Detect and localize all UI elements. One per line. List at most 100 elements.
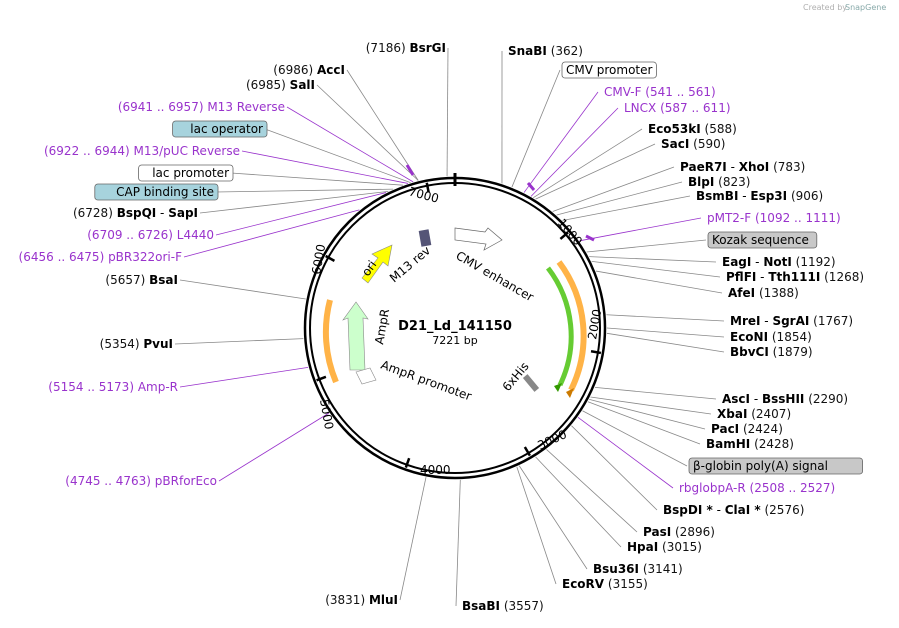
enzyme-label-left-1[interactable]: (6986) AccI bbox=[273, 63, 345, 77]
enzyme-label-right-23[interactable]: BspDI * - ClaI * (2576) bbox=[663, 503, 804, 517]
label-text: EagI - NotI (1192) bbox=[722, 255, 836, 269]
six-his-marker[interactable] bbox=[522, 374, 540, 392]
enzyme-label-right-0[interactable]: SnaBI (362) bbox=[508, 44, 583, 58]
feature-label-right-21[interactable]: β-globin poly(A) signal bbox=[688, 457, 864, 475]
enzyme-label-left-8[interactable]: (6728) BspQI - SapI bbox=[73, 206, 198, 220]
leader-line bbox=[215, 192, 387, 236]
tick-label: 5000 bbox=[317, 398, 336, 431]
leader-line bbox=[530, 107, 619, 197]
enzyme-label-right-16[interactable]: BbvCI (1879) bbox=[730, 345, 813, 359]
enzyme-label-right-13[interactable]: AfeI (1388) bbox=[728, 286, 799, 300]
feature-label-right-1[interactable]: CMV promoter bbox=[561, 61, 657, 79]
enzyme-label-right-12[interactable]: PflFI - Tth111I (1268) bbox=[726, 270, 864, 284]
label-text: CMV-F (541 .. 561) bbox=[604, 85, 716, 99]
primer-label-right-22[interactable]: rbglobpA-R (2508 .. 2527) bbox=[679, 481, 835, 495]
enzyme-label-right-17[interactable]: AscI - BssHII (2290) bbox=[722, 392, 848, 406]
feature-label-left-4[interactable]: lac operator bbox=[172, 120, 268, 138]
label-text: AfeI (1388) bbox=[728, 286, 799, 300]
ampr-arrow[interactable] bbox=[342, 301, 369, 371]
cmv-enhancer-arrow[interactable] bbox=[454, 227, 503, 251]
enzyme-label-right-11[interactable]: EagI - NotI (1192) bbox=[722, 255, 836, 269]
enzyme-label-right-8[interactable]: BsmBI - Esp3I (906) bbox=[696, 189, 823, 203]
leader-line bbox=[523, 91, 599, 193]
leader-line bbox=[174, 338, 304, 345]
enzyme-label-right-24[interactable]: PasI (2896) bbox=[643, 525, 715, 539]
enzyme-label-left-2[interactable]: (6985) SalI bbox=[246, 78, 315, 92]
primer-label-left-13[interactable]: (5154 .. 5173) Amp-R bbox=[48, 380, 178, 394]
enzyme-label-left-0[interactable]: (7186) BsrGI bbox=[366, 41, 446, 55]
tick-mark bbox=[425, 182, 430, 193]
credit-brand: SnapGene bbox=[845, 3, 886, 12]
primer-label-left-5[interactable]: (6922 .. 6944) M13/pUC Reverse bbox=[44, 144, 240, 158]
enzyme-label-right-19[interactable]: PacI (2424) bbox=[711, 422, 783, 436]
leader-line bbox=[518, 465, 588, 570]
feature-label-right-10[interactable]: Kozak sequence bbox=[707, 231, 818, 249]
enzyme-label-left-12[interactable]: (5354) PvuI bbox=[100, 337, 173, 351]
leader-line bbox=[199, 190, 389, 214]
tick-mark bbox=[590, 350, 602, 355]
label-text: pMT2-F (1092 .. 1111) bbox=[707, 211, 841, 225]
feature-box bbox=[707, 231, 818, 249]
feature-box bbox=[94, 183, 219, 201]
leader-line bbox=[582, 410, 688, 467]
leader-line bbox=[589, 256, 717, 263]
enzyme-label-right-28[interactable]: BsaBI (3557) bbox=[462, 599, 544, 613]
leader-line bbox=[606, 314, 725, 322]
label-text: EcoRV (3155) bbox=[562, 577, 648, 591]
label-text: β-globin poly(A) signal bbox=[693, 459, 828, 473]
feature-box bbox=[172, 120, 268, 138]
enzyme-label-right-7[interactable]: BlpI (823) bbox=[688, 175, 750, 189]
m13-rev-marker[interactable] bbox=[418, 229, 432, 247]
ori-arrow[interactable] bbox=[361, 244, 393, 284]
leader-line bbox=[516, 466, 557, 585]
enzyme-label-left-11[interactable]: (5657) BsaI bbox=[105, 273, 178, 287]
label-text: Bsu36I (3141) bbox=[593, 562, 683, 576]
leader-line bbox=[455, 479, 461, 607]
label-text: BspDI * - ClaI * (2576) bbox=[663, 503, 804, 517]
leader-line bbox=[556, 181, 683, 216]
leader-line bbox=[183, 209, 360, 258]
enzyme-label-left-15[interactable]: (3831) MluI bbox=[325, 593, 398, 607]
enzyme-label-right-5[interactable]: SacI (590) bbox=[661, 137, 725, 151]
primer-label-right-9[interactable]: pMT2-F (1092 .. 1111) bbox=[707, 211, 841, 225]
label-text: LNCX (587 .. 611) bbox=[624, 101, 731, 115]
primer-label-left-3[interactable]: (6941 .. 6957) M13 Reverse bbox=[118, 100, 285, 114]
primer-label-left-9[interactable]: (6709 .. 6726) L4440 bbox=[87, 228, 214, 242]
feature-label-left-7[interactable]: CAP binding site bbox=[94, 183, 219, 201]
tick-mark bbox=[404, 457, 411, 469]
feature-label-left-6[interactable]: lac promoter bbox=[138, 164, 234, 182]
enzyme-label-right-6[interactable]: PaeR7I - XhoI (783) bbox=[680, 160, 805, 174]
inner-features: ori AmpR AmpR promoter M13 rev CMV enhan… bbox=[342, 227, 536, 403]
label-text: (6985) SalI bbox=[246, 78, 315, 92]
cds-green-arc-right[interactable] bbox=[546, 266, 574, 387]
label-text: HpaI (3015) bbox=[627, 540, 702, 554]
leader-line bbox=[264, 128, 411, 184]
ampr-promoter-arrow[interactable] bbox=[355, 367, 377, 385]
enzyme-label-right-4[interactable]: Eco53kI (588) bbox=[648, 122, 737, 136]
label-text: (6709 .. 6726) L4440 bbox=[87, 228, 214, 242]
plasmid-name: D21_Ld_141150 bbox=[398, 319, 512, 334]
label-text: lac promoter bbox=[152, 166, 229, 180]
leader-line bbox=[562, 195, 691, 221]
label-text: AscI - BssHII (2290) bbox=[722, 392, 848, 406]
primer-mark-2 bbox=[526, 182, 536, 191]
enzyme-label-right-25[interactable]: HpaI (3015) bbox=[627, 540, 702, 554]
label-text: (6986) AccI bbox=[273, 63, 345, 77]
label-text: rbglobpA-R (2508 .. 2527) bbox=[679, 481, 835, 495]
label-text: (5354) PvuI bbox=[100, 337, 173, 351]
primer-label-left-14[interactable]: (4745 .. 4763) pBRforEco bbox=[65, 474, 217, 488]
cds-orange-arc-left[interactable] bbox=[322, 299, 339, 384]
enzyme-label-right-14[interactable]: MreI - SgrAI (1767) bbox=[730, 314, 853, 328]
label-text: MreI - SgrAI (1767) bbox=[730, 314, 853, 328]
primer-label-right-3[interactable]: LNCX (587 .. 611) bbox=[624, 101, 731, 115]
primer-label-left-10[interactable]: (6456 .. 6475) pBR322ori-F bbox=[19, 250, 183, 264]
enzyme-label-right-18[interactable]: XbaI (2407) bbox=[717, 407, 791, 421]
enzyme-label-right-20[interactable]: BamHI (2428) bbox=[706, 437, 794, 451]
primer-label-right-2[interactable]: CMV-F (541 .. 561) bbox=[604, 85, 716, 99]
enzyme-label-right-15[interactable]: EcoNI (1854) bbox=[730, 330, 812, 344]
enzyme-label-right-27[interactable]: EcoRV (3155) bbox=[562, 577, 648, 591]
label-text: (7186) BsrGI bbox=[366, 41, 446, 55]
enzyme-label-right-26[interactable]: Bsu36I (3141) bbox=[593, 562, 683, 576]
cds-orange-arc-right[interactable] bbox=[556, 260, 587, 392]
